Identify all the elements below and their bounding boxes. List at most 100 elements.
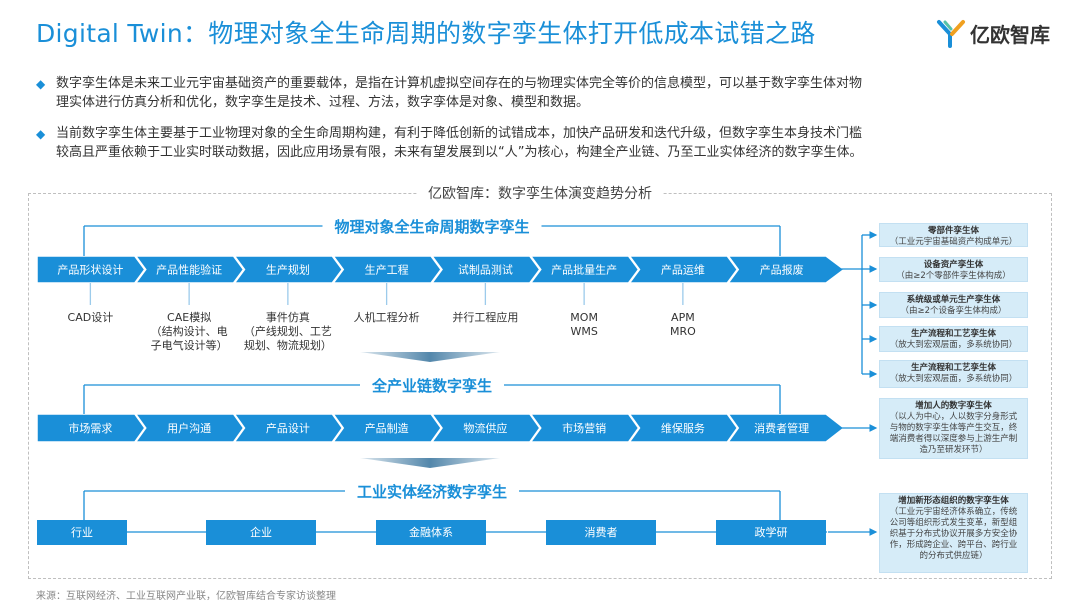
chain-step-label-6: 市场营销 <box>562 421 606 435</box>
lifecycle-sub-label-2-line-1: CAE模拟 <box>167 311 212 324</box>
yiou-logo-icon <box>937 20 965 48</box>
section-title-lifecycle: 物理对象全生命周期数字孪生 <box>322 216 542 237</box>
twin-type-box-6-desc-4: 造乃至研发环节） <box>919 445 988 455</box>
lifecycle-step-label-4: 生产工程 <box>365 263 409 277</box>
twin-type-box-4-desc-1: （放大到宏观层面，多系统协同） <box>889 340 1018 350</box>
chain-chevron-3 <box>233 413 344 443</box>
twin-type-box-3-title: 系统级或单元生产孪生体 <box>906 295 1001 305</box>
lifecycle-sub-label-3-line-3: 规划、物流规划） <box>243 339 332 352</box>
lifecycle-sub-label-5-line-1: 并行工程应用 <box>452 311 519 324</box>
twin-type-box-7-desc-5: 的分布式供应链） <box>919 551 988 561</box>
lifecycle-step-label-5: 试制品测试 <box>458 264 513 277</box>
diamond-bullet-icon: ◆ <box>36 127 46 141</box>
twin-type-box-7-desc-2: 公司等组织形式发生变革，新型组 <box>889 518 1018 528</box>
economy-node-3: 金融体系 <box>376 520 486 545</box>
lifecycle-step-label-2: 产品性能验证 <box>156 263 222 277</box>
source-note: 来源：互联网经济、工业互联网产业联，亿欧智库结合专家访谈整理 <box>36 591 336 602</box>
twin-type-box-7-desc-3: 织基于分布式协议开展多方安全协 <box>889 529 1018 539</box>
lifecycle-sub-label-1-line-1: CAD设计 <box>67 311 114 324</box>
lifecycle-chevron-8 <box>726 255 846 284</box>
twin-type-box-2-title: 设备资产孪生体 <box>923 260 984 270</box>
lifecycle-sub-label-1: CAD设计 <box>68 311 114 325</box>
economy-node-2: 企业 <box>206 520 316 545</box>
lifecycle-step-label-6: 产品批量生产 <box>551 263 617 277</box>
chain-chevron-4 <box>331 413 442 443</box>
economy-node-4: 消费者 <box>546 520 656 545</box>
diagram-title: 亿欧智库：数字孪生体演变趋势分析 <box>0 183 1080 203</box>
section-title-real-economy: 工业实体经济数字孪生 <box>344 481 520 502</box>
chain-step-label-8: 消费者管理 <box>754 421 809 435</box>
chain-chevron-2 <box>134 413 245 443</box>
economy-node-5: 政学研 <box>716 520 826 545</box>
lifecycle-chevron-1 <box>36 255 146 284</box>
economy-node-1: 行业 <box>37 520 127 545</box>
lifecycle-sub-label-4-line-1: 人机工程分析 <box>353 311 420 324</box>
chain-step-label-5: 物流供应 <box>463 421 507 435</box>
twin-type-box-7-title: 增加新形态组织的数字孪生体 <box>898 496 1009 506</box>
twin-type-box-4-title: 生产流程和工艺孪生体 <box>910 329 996 339</box>
twin-type-box-6-desc-3: 端消费者得以深度参与上游生产制 <box>889 434 1018 444</box>
lifecycle-chevron-7 <box>628 255 739 284</box>
twin-type-box-3: 系统级或单元生产孪生体（由≥2个设备孪生体构成） <box>879 292 1028 318</box>
twin-type-box-6-title: 增加人的数字孪生体 <box>915 401 992 411</box>
transition-wedge-1 <box>360 352 500 362</box>
lifecycle-sub-label-6-line-1: MOM <box>570 311 598 324</box>
logo: 亿欧智库 <box>936 16 1050 50</box>
bullet-2-line-2: 较高且严重依赖于工业实时联动数据，因此应用场景有限，未来有望发展到以“人”为核心… <box>56 145 863 160</box>
lifecycle-sub-label-5: 并行工程应用 <box>452 311 518 325</box>
twin-type-box-1-desc-1: （工业元宇宙基础资产构成单元） <box>889 237 1018 247</box>
lifecycle-chevron-5 <box>430 255 541 284</box>
lifecycle-sub-label-2-line-2: （结构设计、电 <box>150 325 228 338</box>
bullet-1-line-1: 数字孪生体是未来工业元宇宙基础资产的重要载体，是指在计算机虚拟空间存在的与物理实… <box>56 76 863 91</box>
chain-chevron-7 <box>628 413 739 443</box>
bullet-paragraph-1: ◆ 数字孪生体是未来工业元宇宙基础资产的重要载体，是指在计算机虚拟空间存在的与物… <box>36 74 1071 112</box>
twin-type-box-7-desc-4: 作，形成跨企业、跨平台、跨行业 <box>889 540 1018 550</box>
page-title: Digital Twin：物理对象全生命周期的数字孪生体打开低成本试错之路 <box>36 19 816 48</box>
twin-type-box-5-desc-1: （放大到宏观层面，多系统协同） <box>889 374 1018 384</box>
lifecycle-step-label-1: 产品形状设计 <box>57 263 123 277</box>
lifecycle-sub-label-4: 人机工程分析 <box>354 311 420 325</box>
chain-chevron-5 <box>430 413 541 443</box>
twin-type-box-6: 增加人的数字孪生体（以人为中心，人以数字分身形式与物的数字孪生体等产生交互，终端… <box>879 398 1028 459</box>
lifecycle-sub-label-2-line-3: 子电气设计等） <box>150 339 228 352</box>
twin-type-box-3-desc-1: （由≥2个设备孪生体构成） <box>900 306 1007 316</box>
chain-step-label-7: 维保服务 <box>661 421 705 435</box>
twin-type-box-7: 增加新形态组织的数字孪生体（工业元宇宙经济体系确立，传统公司等组织形式发生变革，… <box>879 493 1028 573</box>
chain-step-label-1: 市场需求 <box>68 421 112 435</box>
twin-type-box-7-desc-1: （工业元宇宙经济体系确立，传统 <box>889 507 1018 517</box>
lifecycle-sub-label-7-line-1: APM <box>671 311 695 324</box>
twin-type-box-6-desc-1: （以人为中心，人以数字分身形式 <box>889 412 1018 422</box>
twin-type-box-5: 生产流程和工艺孪生体（放大到宏观层面，多系统协同） <box>879 360 1028 388</box>
lifecycle-sub-label-3-line-1: 事件仿真 <box>265 311 310 324</box>
twin-type-box-4: 生产流程和工艺孪生体（放大到宏观层面，多系统协同） <box>879 326 1028 352</box>
lifecycle-step-label-7: 产品运维 <box>661 263 705 277</box>
logo-text: 亿欧智库 <box>970 22 1050 47</box>
diamond-bullet-icon: ◆ <box>36 77 46 91</box>
lifecycle-chevron-4 <box>331 255 442 284</box>
twin-type-box-6-desc-2: 与物的数字孪生体等产生交互，终 <box>889 423 1018 433</box>
bullet-paragraph-2: ◆ 当前数字孪生体主要基于工业物理对象的全生命周期构建，有利于降低创新的试错成本… <box>36 124 1071 162</box>
twin-type-box-2-desc-1: （由≥2个零部件孪生体构成） <box>896 271 1011 281</box>
lifecycle-step-label-3: 生产规划 <box>266 263 310 277</box>
lifecycle-chevron-3 <box>233 255 344 284</box>
chain-step-label-3: 产品设计 <box>266 421 310 435</box>
chain-step-label-2: 用户沟通 <box>167 421 211 435</box>
twin-type-box-5-title: 生产流程和工艺孪生体 <box>910 363 996 373</box>
lifecycle-sub-label-7-line-2: MRO <box>669 325 696 338</box>
chain-step-label-4: 产品制造 <box>365 421 409 435</box>
chain-chevron-6 <box>529 413 640 443</box>
lifecycle-chevron-2 <box>134 255 245 284</box>
bullet-1-line-2: 理实体进行仿真分析和优化，数字孪生是技术、过程、方法，数字孪体是对象、模型和数据… <box>56 95 590 110</box>
lifecycle-sub-label-6-line-2: WMS <box>570 325 598 338</box>
lifecycle-sub-label-3: 事件仿真（产线规划、工艺规划、物流规划） <box>244 311 332 353</box>
lifecycle-sub-label-2: CAE模拟（结构设计、电子电气设计等） <box>151 311 228 353</box>
chain-chevron-1 <box>36 413 146 443</box>
twin-type-box-2: 设备资产孪生体（由≥2个零部件孪生体构成） <box>879 257 1028 282</box>
section-title-industry-chain: 全产业链数字孪生 <box>359 375 505 396</box>
twin-type-box-1: 零部件孪生体（工业元宇宙基础资产构成单元） <box>879 223 1028 247</box>
lifecycle-sub-label-3-line-2: （产线规划、工艺 <box>243 325 332 338</box>
chain-chevron-8 <box>726 413 846 443</box>
transition-wedge-2 <box>360 458 500 468</box>
